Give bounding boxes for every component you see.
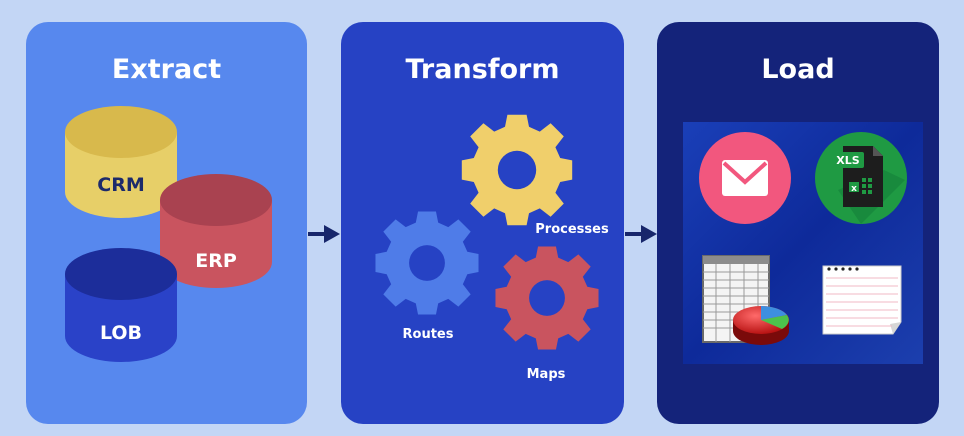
arrow-extract-to-transform — [308, 225, 340, 243]
transform-title: Transform — [405, 54, 560, 85]
arrow-transform-to-load — [625, 225, 657, 243]
spreadsheet-pie-chart-icon — [702, 255, 789, 345]
xls-badge: XLS — [836, 154, 859, 167]
processes-label: Processes — [535, 222, 609, 237]
excel-xls-icon: XLS x — [815, 132, 907, 224]
extract-title: Extract — [111, 54, 222, 85]
mail-icon — [699, 132, 791, 224]
transform-panel: Transform — [341, 22, 624, 424]
db-erp: ERP — [160, 174, 272, 288]
erp-label: ERP — [195, 250, 237, 272]
load-title: Load — [761, 54, 835, 85]
gear-icon — [375, 211, 479, 315]
maps-label: Maps — [527, 367, 566, 382]
gear-icon — [461, 114, 573, 226]
routes-label: Routes — [403, 327, 454, 342]
lob-label: LOB — [100, 322, 142, 344]
xls-letter: x — [851, 184, 857, 194]
crm-label: CRM — [97, 174, 144, 196]
notepad-icon — [822, 265, 902, 335]
db-crm: CRM — [65, 106, 177, 218]
db-lob: LOB — [65, 248, 177, 362]
gear-icon — [495, 246, 599, 350]
